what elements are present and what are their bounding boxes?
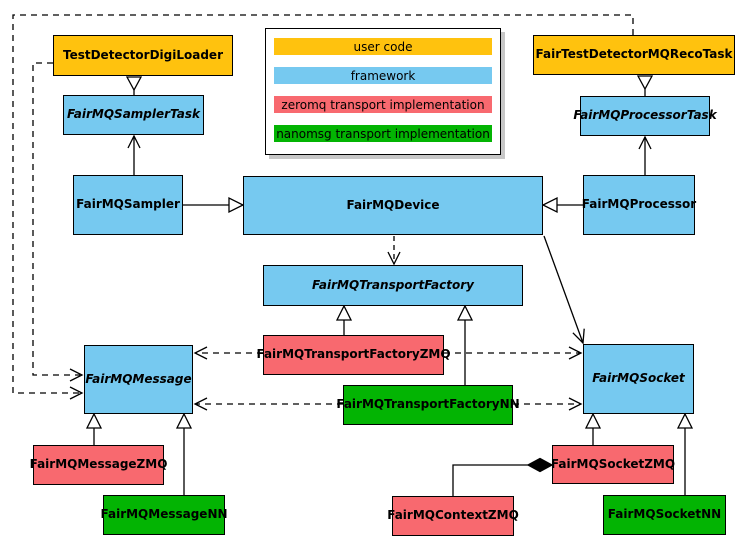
edge-processor-processortask xyxy=(639,137,651,175)
legend-item-nanomsg: nanomsg transport implementation xyxy=(274,125,492,142)
edge-factoryzmq-message xyxy=(195,347,263,359)
edge-device-socket xyxy=(544,236,584,343)
legend-item-zeromq: zeromq transport implementation xyxy=(274,96,492,113)
node-fairmqdevice: FairMQDevice xyxy=(243,176,543,235)
edge-device-transportfactory xyxy=(388,236,400,264)
edge-messagenn-message xyxy=(177,414,191,495)
node-fairmqsocketnn: FairMQSocketNN xyxy=(603,495,726,535)
legend-label: nanomsg transport implementation xyxy=(276,126,490,141)
node-fairmqtransportfactory: FairMQTransportFactory xyxy=(263,265,523,306)
edge-sampler-samplertask xyxy=(128,136,140,175)
edge-sampler-device xyxy=(183,198,243,212)
node-fairmqtransportfactoryzmq: FairMQTransportFactoryZMQ xyxy=(256,335,451,375)
node-fairmqsamplertask: FairMQSamplerTask xyxy=(63,95,204,135)
edge-processor-device xyxy=(543,198,583,212)
node-fairmqprocessor: FairMQProcessor xyxy=(582,175,696,235)
node-fairmqmessagezmq: FairMQMessageZMQ xyxy=(30,445,167,485)
edge-recotask-processortask xyxy=(638,76,652,96)
edge-factoryzmq-socket xyxy=(444,347,581,359)
edge-factorynn-message xyxy=(195,398,343,410)
legend-item-user-code: user code xyxy=(274,38,492,55)
node-fairmqprocessortask: FairMQProcessorTask xyxy=(573,96,717,136)
node-testdetectordigiloader: TestDetectorDigiLoader xyxy=(53,35,233,76)
node-fairmqmessage: FairMQMessage xyxy=(84,345,193,414)
edge-socketnn-socket xyxy=(678,414,692,495)
node-fairmqsocketzmq: FairMQSocketZMQ xyxy=(551,445,675,484)
edge-contextzmq-socketzmq xyxy=(453,459,552,497)
legend-label: zeromq transport implementation xyxy=(281,97,485,112)
node-fairmqmessagenn: FairMQMessageNN xyxy=(100,495,228,535)
node-fairmqsocket: FairMQSocket xyxy=(583,344,694,414)
legend-box: user code framework zeromq transport imp… xyxy=(265,28,501,155)
edge-factorynn-factory xyxy=(458,306,472,385)
composition-diamond-icon xyxy=(528,459,552,472)
node-fairtestdetectormqrecotask: FairTestDetectorMQRecoTask xyxy=(533,35,735,75)
node-fairmqcontextzmq: FairMQContextZMQ xyxy=(387,496,519,536)
edge-messagezmq-message xyxy=(87,414,101,445)
edge-socketzmq-socket xyxy=(586,414,600,445)
edge-digiloader-samplertask xyxy=(127,77,141,95)
node-fairmqtransportfactorynn: FairMQTransportFactoryNN xyxy=(336,385,520,425)
legend-item-framework: framework xyxy=(274,67,492,84)
edge-factoryzmq-factory xyxy=(337,306,351,335)
legend-label: user code xyxy=(353,39,413,54)
edge-factorynn-socket xyxy=(513,398,581,410)
node-fairmqsampler: FairMQSampler xyxy=(73,175,183,235)
legend-label: framework xyxy=(350,68,416,83)
